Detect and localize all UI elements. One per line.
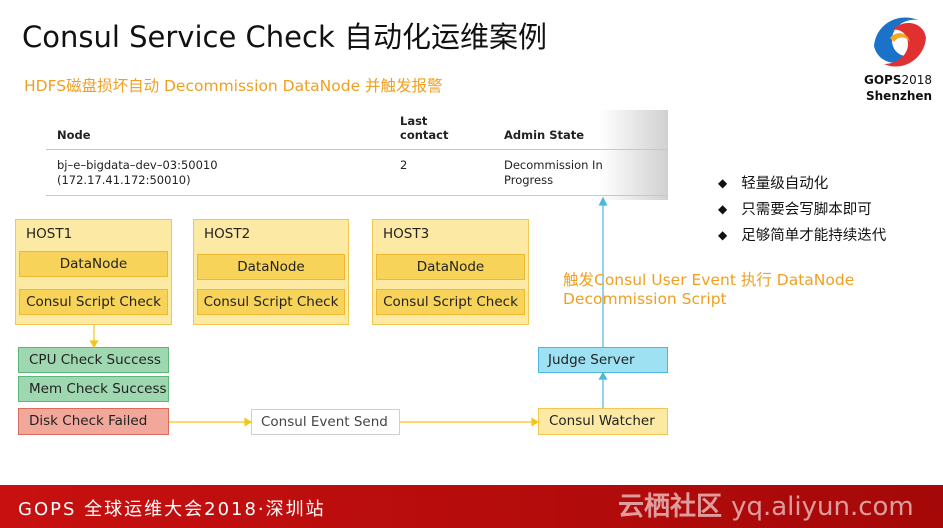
mem-check-box: Mem Check Success <box>18 376 169 402</box>
event-send-box: Consul Event Send <box>251 409 400 435</box>
arrow-event-to-watcher <box>400 417 540 427</box>
host1-box: HOST1 DataNode Consul Script Check <box>15 219 172 325</box>
arrow-check-to-cpu <box>89 325 99 349</box>
diamond-bullet-icon: ◆ <box>718 202 728 216</box>
trigger-line-1: 触发Consul User Event 执行 DataNode <box>563 271 855 289</box>
bullet-text: 只需要会写脚本即可 <box>741 202 872 218</box>
watcher-box: Consul Watcher <box>538 408 668 435</box>
gops-logo-icon <box>872 14 928 70</box>
logo-text-city: Shenzhen <box>866 89 933 103</box>
trigger-annotation: 触发Consul User Event 执行 DataNode Decommis… <box>563 271 854 309</box>
col-header-last-contact-2: contact <box>400 128 449 142</box>
host3-datanode: DataNode <box>376 254 525 280</box>
page-subtitle: HDFS磁盘损坏自动 Decommission DataNode 并触发报警 <box>24 77 443 95</box>
arrow-disk-to-event <box>169 417 253 427</box>
col-header-last-contact-1: Last <box>400 114 428 128</box>
bullet-item: ◆ 只需要会写脚本即可 <box>718 196 886 222</box>
host3-box: HOST3 DataNode Consul Script Check <box>372 219 529 325</box>
table-cell-state-2: Progress <box>504 173 554 187</box>
logo-text-gops: GOPS2018 <box>864 73 932 87</box>
disk-check-box: Disk Check Failed <box>18 408 169 435</box>
logo-year: 2018 <box>901 73 933 87</box>
bullet-text: 足够简单才能持续迭代 <box>741 228 887 244</box>
page-title: Consul Service Check 自动化运维案例 <box>22 20 547 54</box>
table-cell-state: Decommission In <box>504 158 603 172</box>
arrow-watcher-to-judge <box>598 371 608 408</box>
cpu-check-box: CPU Check Success <box>18 347 169 373</box>
footer-domain: yq.aliyun.com <box>731 492 914 522</box>
footer-bar <box>0 485 943 528</box>
host2-label: HOST2 <box>204 226 251 242</box>
host3-script-check: Consul Script Check <box>376 289 525 315</box>
diamond-bullet-icon: ◆ <box>718 228 728 242</box>
table-divider <box>46 149 668 150</box>
bullet-list: ◆ 轻量级自动化 ◆ 只需要会写脚本即可 ◆ 足够简单才能持续迭代 <box>718 170 886 248</box>
host2-box: HOST2 DataNode Consul Script Check <box>193 219 349 325</box>
table-cell-node: bj–e–bigdata–dev–03:50010 <box>57 158 218 172</box>
bullet-item: ◆ 足够简单才能持续迭代 <box>718 222 886 248</box>
judge-server-box: Judge Server <box>538 347 668 373</box>
host3-label: HOST3 <box>383 226 430 242</box>
host2-script-check: Consul Script Check <box>197 289 345 315</box>
footer-watermark: 云栖社区 yq.aliyun.com <box>618 486 914 523</box>
table-cell-last-contact: 2 <box>400 158 408 172</box>
host1-label: HOST1 <box>26 226 73 242</box>
footer-conference: GOPS 全球运维大会2018·深圳站 <box>18 499 326 520</box>
table-bottom-line <box>46 195 668 196</box>
col-header-admin-state: Admin State <box>504 128 585 142</box>
logo-gops: GOPS <box>864 73 902 87</box>
bullet-text: 轻量级自动化 <box>741 176 829 192</box>
host2-datanode: DataNode <box>197 254 345 280</box>
bullet-item: ◆ 轻量级自动化 <box>718 170 886 196</box>
trigger-line-2: Decommission Script <box>563 290 727 308</box>
col-header-node: Node <box>57 128 91 142</box>
host1-script-check: Consul Script Check <box>19 289 168 315</box>
footer-brand: 云栖社区 <box>618 492 723 522</box>
diamond-bullet-icon: ◆ <box>718 176 728 190</box>
table-cell-node-ip: (172.17.41.172:50010) <box>57 173 191 187</box>
table-shadow <box>600 110 668 200</box>
host1-datanode: DataNode <box>19 251 168 277</box>
